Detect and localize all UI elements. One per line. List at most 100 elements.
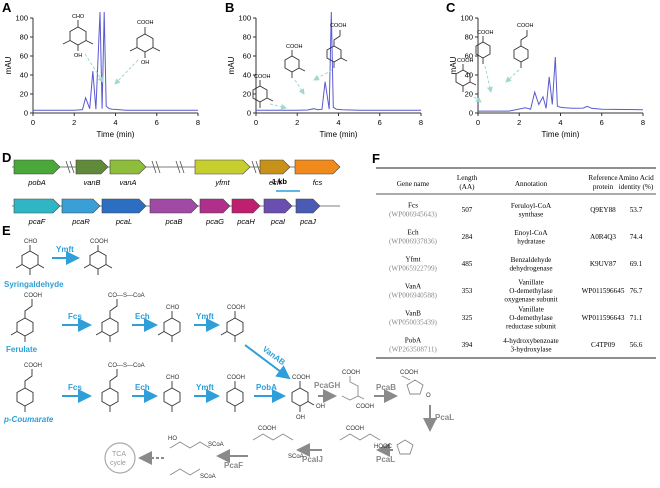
- substrate-p-coumarate: p-Coumarate: [3, 415, 54, 424]
- x-axis-label: Time (min): [320, 130, 358, 139]
- table-header-cell: Length: [457, 174, 478, 182]
- table-annotation: Vanillate: [518, 279, 544, 287]
- table-annotation: synthase: [519, 210, 544, 218]
- enzyme-pcagh: PcaGH: [314, 381, 340, 390]
- table-gene-name: VanA: [405, 283, 422, 291]
- gene-arrow: [294, 159, 341, 175]
- peak-pointer-c1: [469, 93, 482, 103]
- table-length: 325: [462, 314, 473, 322]
- tca-cycle-circle: [104, 442, 136, 474]
- x-tick-label: 4: [558, 118, 562, 127]
- gene-arrow: [295, 198, 321, 214]
- break-mark: [179, 160, 185, 174]
- table-annotation: dehydrogenase: [509, 264, 552, 272]
- structure-syringaldehyde-inset: [62, 20, 94, 51]
- inset-cooh-c1: COOH: [457, 58, 474, 64]
- gene-arrow: [263, 198, 293, 214]
- peak-pointer-b1: [269, 103, 287, 110]
- gene-label: pobA: [27, 178, 46, 187]
- break-mark: [175, 160, 181, 174]
- pathway-diagram: [10, 245, 424, 476]
- structure-ferulic-inset: [326, 30, 348, 68]
- frag-hooc-1: HOOC: [374, 444, 393, 450]
- x-tick-label: 6: [600, 118, 604, 127]
- enzyme-pcal-2: PcaL: [376, 455, 395, 464]
- chain-acetyl-coa: [169, 468, 201, 476]
- table-length: 485: [462, 260, 473, 268]
- peak-pointer-b2: [294, 79, 305, 95]
- table-annotation: hydratase: [517, 237, 545, 245]
- ring-oxoadipate-enol-lactone: [396, 439, 414, 455]
- table-identity: 76.7: [630, 287, 643, 295]
- break-mark: [69, 160, 75, 174]
- table-length: 507: [462, 206, 473, 214]
- table-annotation: O-demethylase: [509, 287, 553, 295]
- y-tick-label: 60: [243, 52, 251, 61]
- arrow-vanab: [244, 344, 291, 380]
- y-axis-label: mAU: [227, 56, 236, 74]
- gene-label: pcaB: [164, 217, 182, 226]
- gene-label: vanB: [83, 178, 100, 187]
- frag-cooh-2: COOH: [24, 293, 42, 299]
- table-length: 394: [462, 341, 473, 349]
- y-tick-label: 60: [20, 52, 28, 61]
- frag-oh-1: OH: [316, 404, 325, 410]
- y-tick-label: 80: [465, 33, 473, 42]
- gene-arrow: [231, 198, 261, 214]
- y-tick-label: 80: [243, 33, 251, 42]
- y-tick-label: 20: [20, 90, 28, 99]
- enzyme-fcs-2: Fcs: [68, 383, 82, 392]
- gene-label: pcaG: [205, 217, 224, 226]
- substrate-ferulate: Ferulate: [6, 345, 38, 354]
- table-accession: (WP006940588): [389, 292, 438, 300]
- frag-cooh-1: COOH: [90, 239, 108, 245]
- ring-ferulate: [16, 317, 34, 337]
- panel-letter-b: B: [225, 0, 234, 15]
- gene-label: pcaR: [71, 217, 90, 226]
- enzyme-pcal-1: PcaL: [435, 413, 454, 422]
- table-annotation: Vanillate: [518, 306, 544, 314]
- structure-vanillic-inset: [284, 50, 306, 78]
- pathway-arrows: [52, 251, 437, 465]
- frag-cosc-2: CO—S—CoA: [108, 363, 145, 369]
- table-accession: (WP050035439): [389, 319, 438, 327]
- y-tick-label: 0: [469, 109, 473, 118]
- y-tick-label: 40: [243, 71, 251, 80]
- structure-syringic-acid-inset: [129, 27, 161, 58]
- y-tick-label: 40: [20, 71, 28, 80]
- frag-cooh-11: COOH: [258, 426, 276, 432]
- gene-label: pcaF: [28, 217, 46, 226]
- table-gene-name: Ech: [407, 229, 419, 237]
- frag-cooh-3: COOH: [227, 305, 245, 311]
- chain-oxoadipate: [339, 433, 381, 441]
- table-annotation: Benzaldehyde: [511, 256, 552, 264]
- table-gene-name: PobA: [405, 337, 422, 345]
- table-gene-name: Yfmt: [405, 256, 420, 264]
- peak-pointer-c3: [505, 69, 520, 83]
- gene-label: pcaL: [115, 217, 132, 226]
- table-annotation: Feruloyl-CoA: [511, 202, 552, 210]
- inset-oh-label: OH: [74, 53, 82, 59]
- inset-cooh-b1: COOH: [254, 74, 271, 80]
- table-annotation: reductase subunit: [506, 323, 556, 331]
- chromatogram-trace: [33, 11, 198, 111]
- ring-syringaldehyde: [21, 250, 39, 270]
- chain-succinyl-coa: [169, 441, 211, 449]
- table-reference: WP011596645: [582, 287, 625, 295]
- table-annotation: oxygenase subunit: [504, 296, 557, 304]
- y-tick-label: 100: [15, 14, 28, 23]
- y-tick-label: 100: [238, 14, 251, 23]
- gene-label: yfmt: [214, 178, 230, 187]
- ring-feruloyl-coa: [101, 317, 119, 337]
- chain-carboxymuconate: [341, 381, 359, 401]
- chromatogram-trace: [256, 11, 421, 111]
- table-accession: (WP006937836): [389, 238, 438, 246]
- table-length: 284: [462, 233, 473, 241]
- gene-arrow: [61, 198, 101, 214]
- table-reference: C4TP09: [591, 341, 615, 349]
- table-reference: K9UV87: [590, 260, 617, 268]
- enzyme-table: Gene nameLength(AA)AnnotationReferencepr…: [376, 167, 656, 359]
- table-header-cell: Amino Acid: [618, 174, 654, 182]
- gene-label: pcaH: [236, 217, 255, 226]
